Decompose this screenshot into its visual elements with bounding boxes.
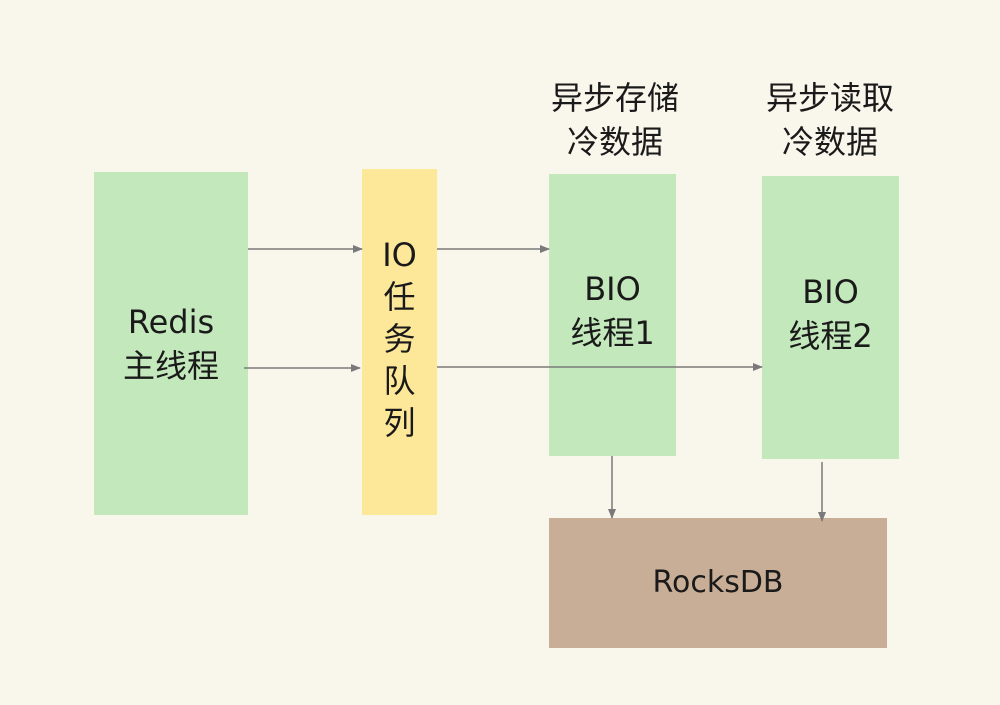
io-queue-char-lie: 列 <box>383 404 416 442</box>
io-queue-char-ren: 任 <box>383 278 416 316</box>
rocksdb-box: RocksDB <box>549 518 887 648</box>
rocksdb-label: RocksDB <box>652 565 784 600</box>
redis-main-thread-box: Redis 主线程 <box>94 172 248 515</box>
bio1-line1: BIO <box>584 270 641 308</box>
label-async-read-line2: 冷数据 <box>781 123 878 161</box>
bio1-line2: 线程1 <box>570 314 655 352</box>
label-async-store-cold-data: 异步存储 冷数据 <box>520 76 710 164</box>
bio-thread-1-box: BIO 线程1 <box>549 174 676 456</box>
bio2-line2: 线程2 <box>788 317 873 355</box>
label-async-store-line2: 冷数据 <box>566 123 663 161</box>
bio-thread-2-box: BIO 线程2 <box>762 176 899 459</box>
io-task-queue-box: IO 任 务 队 列 <box>362 169 437 515</box>
redis-main-line2: 主线程 <box>122 346 219 385</box>
redis-main-line1: Redis <box>127 302 215 341</box>
io-queue-char-io: IO <box>382 236 417 274</box>
label-async-read-line1: 异步读取 <box>765 79 894 117</box>
io-queue-char-wu: 务 <box>383 320 416 358</box>
label-async-store-line1: 异步存储 <box>550 79 679 117</box>
io-queue-char-dui: 队 <box>383 362 416 400</box>
label-async-read-cold-data: 异步读取 冷数据 <box>735 76 925 164</box>
bio2-line1: BIO <box>802 273 859 311</box>
